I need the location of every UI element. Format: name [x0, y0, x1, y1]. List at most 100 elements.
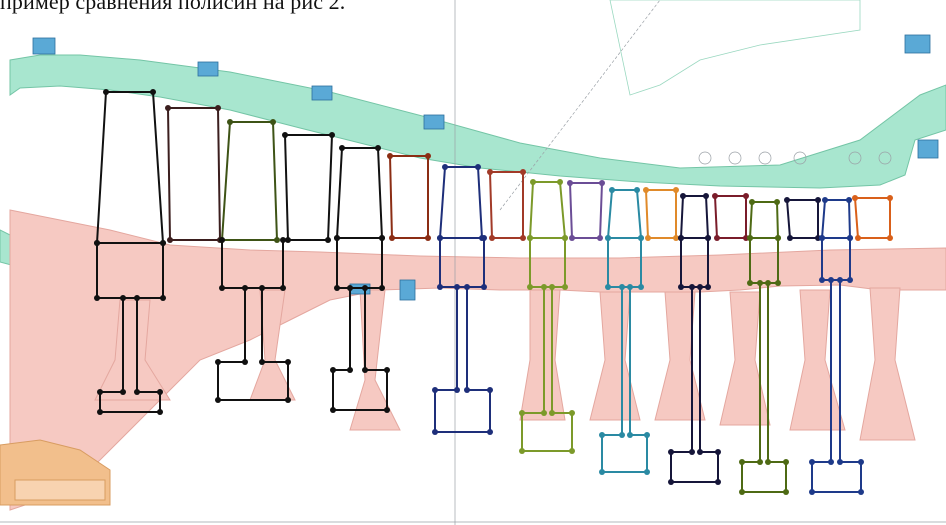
caption-text: пример сравнения полисин на рис 2.	[0, 0, 346, 14]
vertex-dot	[541, 284, 547, 290]
vertex-dot	[689, 449, 695, 455]
vertex-dot	[673, 187, 679, 193]
vertex-dot	[432, 429, 438, 435]
vertex-dot	[605, 235, 611, 241]
vertex-dot	[519, 410, 525, 416]
vertex-dot	[668, 479, 674, 485]
vertex-dot	[215, 105, 221, 111]
vertex-dot	[562, 284, 568, 290]
vertex-dot	[638, 235, 644, 241]
vertex-dot	[627, 284, 633, 290]
vertex-dot	[673, 235, 679, 241]
vertex-dot	[157, 389, 163, 395]
vertex-dot	[678, 235, 684, 241]
vertex-dot	[705, 284, 711, 290]
vertex-dot	[150, 89, 156, 95]
stage-16-outline	[785, 199, 819, 239]
vertex-dot	[819, 235, 825, 241]
vertex-dot	[285, 237, 291, 243]
vertex-dot	[712, 193, 718, 199]
vertex-dot	[274, 237, 280, 243]
rotor-body	[9, 209, 946, 511]
vertex-dot	[697, 284, 703, 290]
vertex-dot	[775, 235, 781, 241]
vertex-dot	[757, 459, 763, 465]
vertex-dot	[887, 235, 893, 241]
vertex-dot	[215, 397, 221, 403]
vertex-dot	[219, 285, 225, 291]
vertex-dot	[375, 145, 381, 151]
vertex-dot	[527, 235, 533, 241]
vertex-dot	[757, 280, 763, 286]
vertex-dot	[828, 459, 834, 465]
vertex-dot	[134, 295, 140, 301]
vertex-dot	[97, 389, 103, 395]
vertex-dot	[282, 132, 288, 138]
vertex-dot	[828, 277, 834, 283]
vertex-dot	[280, 285, 286, 291]
vertex-dots	[94, 89, 893, 495]
vertex-dot	[120, 389, 126, 395]
vertex-dot	[689, 284, 695, 290]
vertex-dot	[599, 469, 605, 475]
vertex-dot	[714, 235, 720, 241]
vertex-dot	[425, 153, 431, 159]
vertex-dot	[815, 197, 821, 203]
vertex-dot	[887, 195, 893, 201]
vertex-dot	[822, 197, 828, 203]
vertex-dot	[94, 295, 100, 301]
vertex-dot	[703, 193, 709, 199]
vertex-dot	[847, 277, 853, 283]
vertex-dot	[678, 284, 684, 290]
vertex-dot	[285, 397, 291, 403]
vertex-dot	[165, 105, 171, 111]
vertex-dot	[784, 197, 790, 203]
vertex-dot	[858, 459, 864, 465]
vertex-dot	[783, 459, 789, 465]
vertex-dot	[520, 235, 526, 241]
vertex-dot	[644, 469, 650, 475]
casing-bolts	[32, 34, 939, 301]
vertex-dot	[347, 285, 353, 291]
vertex-dot	[487, 387, 493, 393]
vertex-dot	[569, 448, 575, 454]
stage-12-outline	[644, 189, 677, 239]
vertex-dot	[783, 489, 789, 495]
vertex-dot	[643, 187, 649, 193]
vertex-dot	[259, 359, 265, 365]
stage-10-outline	[568, 182, 604, 239]
vertex-dot	[809, 459, 815, 465]
vertex-dot	[775, 280, 781, 286]
stage-3-outline	[220, 121, 279, 241]
vertex-dot	[242, 285, 248, 291]
vertex-dot	[747, 280, 753, 286]
vertex-dot	[858, 489, 864, 495]
vertex-dot	[743, 193, 749, 199]
vertex-dot	[362, 285, 368, 291]
vertex-dot	[715, 479, 721, 485]
vertex-dot	[120, 295, 126, 301]
vertex-dot	[160, 295, 166, 301]
vertex-dot	[481, 235, 487, 241]
vertex-dot	[846, 197, 852, 203]
stage-6-outline	[388, 155, 429, 239]
vertex-dot	[569, 410, 575, 416]
vertex-dot	[134, 389, 140, 395]
vertex-dot	[259, 285, 265, 291]
vertex-dot	[379, 235, 385, 241]
vertex-dot	[487, 429, 493, 435]
vertex-dot	[334, 235, 340, 241]
vertex-dot	[454, 387, 460, 393]
vertex-dot	[384, 367, 390, 373]
vertex-dot	[362, 367, 368, 373]
vertex-dot	[347, 367, 353, 373]
vertex-dot	[599, 432, 605, 438]
vertex-dot	[668, 449, 674, 455]
vertex-dot	[442, 164, 448, 170]
vertex-dot	[749, 199, 755, 205]
vertex-dot	[705, 235, 711, 241]
vertex-dot	[599, 180, 605, 186]
vertex-dot	[809, 489, 815, 495]
vertex-dot	[379, 285, 385, 291]
